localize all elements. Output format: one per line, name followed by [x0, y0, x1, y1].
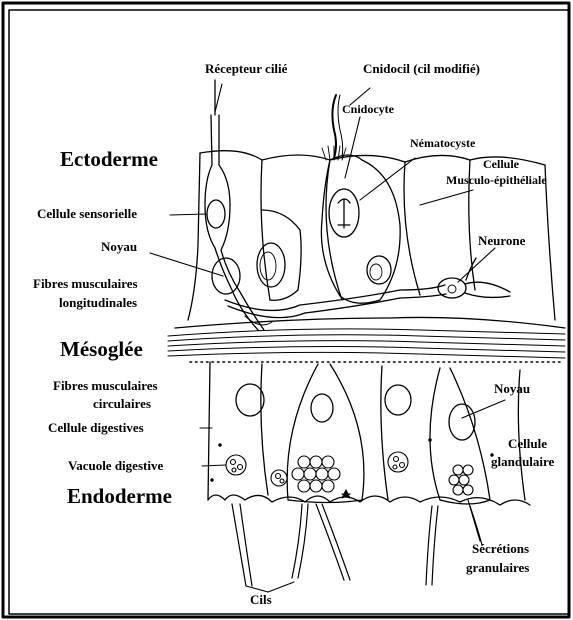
- label-noyau-endo: Noyau: [494, 382, 530, 396]
- label-recepteur-cilie: Récepteur cilié: [205, 62, 287, 76]
- endoderm-layer: [208, 362, 530, 505]
- label-cellule-gland-2: glandulaire: [491, 455, 554, 469]
- sensory-receptor-cell: [205, 80, 264, 330]
- label-secretions-2: granulaires: [466, 561, 529, 575]
- cilia: [232, 504, 482, 586]
- label-cellule-me-2: Musculo-épithéliale: [446, 174, 547, 187]
- label-endoderme: Endoderme: [67, 485, 172, 508]
- mesoglea-band: [168, 329, 565, 362]
- label-cnidocil: Cnidocil (cil modifié): [363, 62, 480, 76]
- label-cnidocyte: Cnidocyte: [342, 103, 394, 116]
- label-secretions-1: Sécrétions: [472, 542, 529, 556]
- label-neurone: Neurone: [478, 234, 525, 248]
- musculo-epithelial-cells: [212, 210, 391, 300]
- label-nematocyste: Nématocyste: [410, 137, 475, 150]
- label-vacuole-digestive: Vacuole digestive: [68, 459, 163, 473]
- label-fibres-circ-2: circulaires: [93, 397, 151, 411]
- label-fibres-long-1: Fibres musculaires: [33, 277, 138, 291]
- label-mesoglee: Mésoglée: [60, 338, 143, 361]
- label-noyau-ecto: Noyau: [101, 240, 137, 254]
- digestive-vacuoles: [226, 452, 408, 486]
- label-cellule-digestives: Cellule digestives: [48, 421, 144, 435]
- label-cils: Cils: [250, 593, 272, 607]
- label-cellule-gland-1: Cellule: [508, 437, 547, 451]
- label-ectoderme: Ectoderme: [60, 148, 158, 171]
- label-fibres-long-2: longitudinales: [59, 296, 137, 310]
- leader-lines: [150, 84, 505, 592]
- label-cellule-sensorielle: Cellule sensorielle: [37, 207, 137, 221]
- label-fibres-circ-1: Fibres musculaires: [53, 379, 158, 393]
- gland-cell-secretions: [211, 439, 493, 498]
- label-cellule-me-1: Cellule: [483, 158, 519, 171]
